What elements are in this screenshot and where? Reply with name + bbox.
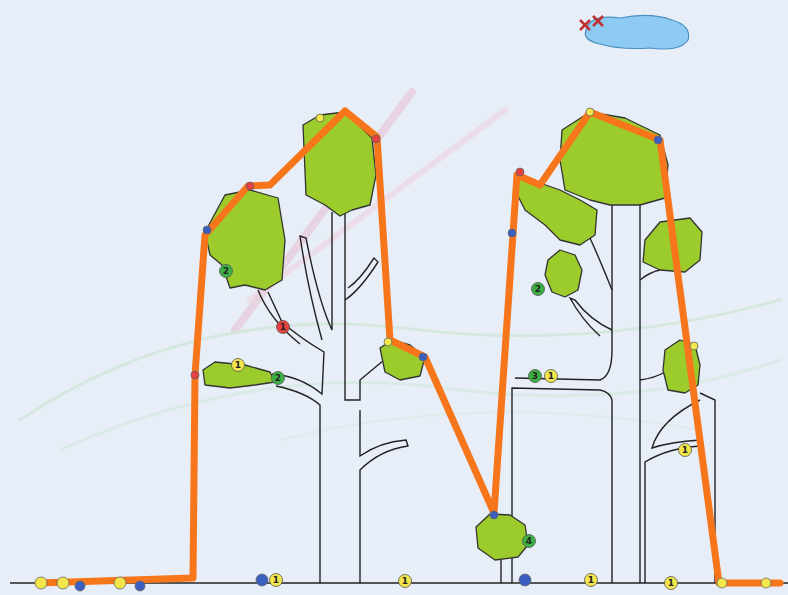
branch	[639, 205, 640, 583]
callout-circle	[220, 265, 233, 278]
callout-number: 1	[585, 574, 597, 586]
callout-number: 1	[277, 321, 289, 333]
background-swooshes	[20, 92, 780, 450]
marker-dot	[246, 182, 254, 190]
branch	[345, 258, 378, 300]
cloud-shape	[585, 15, 688, 49]
callout-number: 1	[679, 444, 691, 456]
canopy	[205, 190, 285, 290]
marker-dot	[372, 135, 380, 143]
callout-circle	[529, 370, 542, 383]
branch	[276, 386, 320, 583]
callout-circles	[220, 265, 692, 590]
callout-number: 2	[272, 372, 284, 384]
canopy	[560, 112, 668, 205]
branch	[640, 270, 660, 280]
marker-dot	[419, 353, 427, 361]
branch	[300, 212, 332, 340]
callout-number: 4	[523, 535, 535, 547]
branch	[258, 290, 300, 344]
branch	[590, 238, 612, 290]
canopy	[476, 514, 528, 560]
callout-number: 1	[232, 359, 244, 371]
callout-circle	[532, 283, 545, 296]
marker-dot	[316, 114, 324, 122]
tree-branches	[10, 205, 788, 583]
callout-circle	[523, 535, 536, 548]
branch	[640, 372, 665, 380]
marker-dot	[508, 229, 516, 237]
callout-circle	[665, 577, 678, 590]
branch	[645, 400, 700, 583]
callout-number: 2	[532, 283, 544, 295]
callout-number: 1	[399, 575, 411, 587]
callout-number: 1	[665, 577, 677, 589]
callout-circle	[545, 370, 558, 383]
callout-number: 2	[220, 265, 232, 277]
marker-dot	[191, 371, 199, 379]
swoosh	[20, 300, 780, 420]
marker-dot	[761, 578, 771, 588]
callout-circle	[272, 372, 285, 385]
marker-dot	[114, 577, 126, 589]
marker-dot	[135, 581, 145, 591]
callout-circle	[232, 359, 245, 372]
callout-number: 1	[270, 574, 282, 586]
swoosh	[280, 412, 700, 440]
orange-path	[38, 111, 780, 583]
marker-dot	[490, 511, 498, 519]
branch	[268, 292, 324, 394]
swoosh	[250, 110, 505, 300]
markers	[35, 108, 771, 591]
branch	[500, 560, 501, 583]
cloud	[580, 15, 689, 49]
callout-circle	[399, 575, 412, 588]
x-mark	[580, 20, 590, 30]
canopy	[545, 250, 582, 297]
branch	[360, 410, 408, 583]
callout-circle	[277, 321, 290, 334]
marker-dot	[75, 581, 85, 591]
callout-number: 1	[545, 370, 557, 382]
callout-number: 3	[529, 370, 541, 382]
marker-dot	[516, 168, 524, 176]
marker-dot	[717, 578, 727, 588]
marker-dot	[256, 574, 268, 586]
callout-circle	[585, 574, 598, 587]
callout-circle	[679, 444, 692, 457]
marker-dot	[654, 136, 662, 144]
marker-dot	[690, 342, 698, 350]
x-mark	[593, 16, 603, 26]
branch	[570, 298, 612, 336]
branch	[345, 214, 384, 400]
marker-dot	[586, 108, 594, 116]
marker-dot	[384, 338, 392, 346]
marker-dot	[203, 226, 211, 234]
marker-dot	[519, 574, 531, 586]
marker-dot	[57, 577, 69, 589]
branch	[512, 388, 612, 583]
marker-dot	[35, 577, 47, 589]
callout-circle	[270, 574, 283, 587]
